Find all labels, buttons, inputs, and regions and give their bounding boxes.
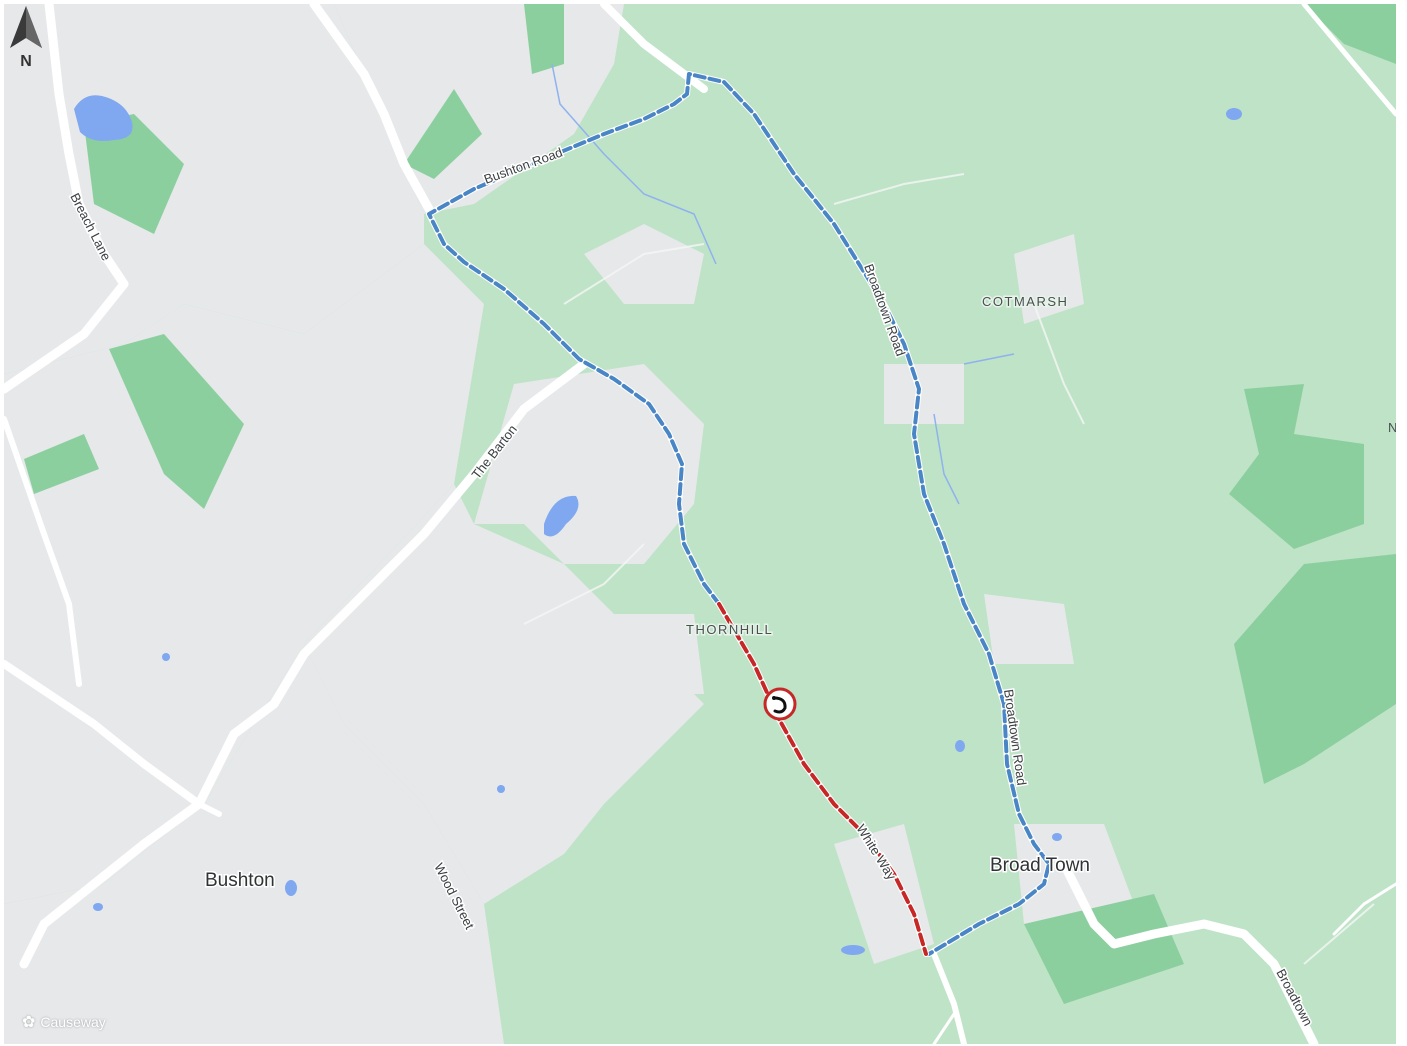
clipped-place-label: N [1388,420,1396,435]
tracks [523,173,1375,965]
place-bushton: Bushton [205,870,275,891]
causeway-logo-icon: ✿ [22,1014,36,1031]
road-closure [716,601,929,957]
streams [551,63,1015,505]
compass-icon: N [10,6,42,70]
place-broad-town: Broad Town [990,855,1090,876]
brand-attribution[interactable]: ✿ Causeway [22,1012,106,1032]
roadworks-warning-icon[interactable] [763,687,797,721]
map-canvas[interactable]: Bushton Road Broadtown Road Broadtown Ro… [4,4,1396,1044]
place-cotmarsh: COTMARSH [982,294,1068,309]
place-thornhill: THORNHILL [686,622,773,637]
roads [4,4,1396,1044]
woodland-areas [24,4,1396,1004]
map-layers: Bushton Road Broadtown Road Broadtown Ro… [4,4,1396,1044]
brand-label: Causeway [40,1014,106,1030]
water-features [74,95,1242,955]
compass-label: N [20,53,32,70]
diversion-route [426,71,1052,957]
